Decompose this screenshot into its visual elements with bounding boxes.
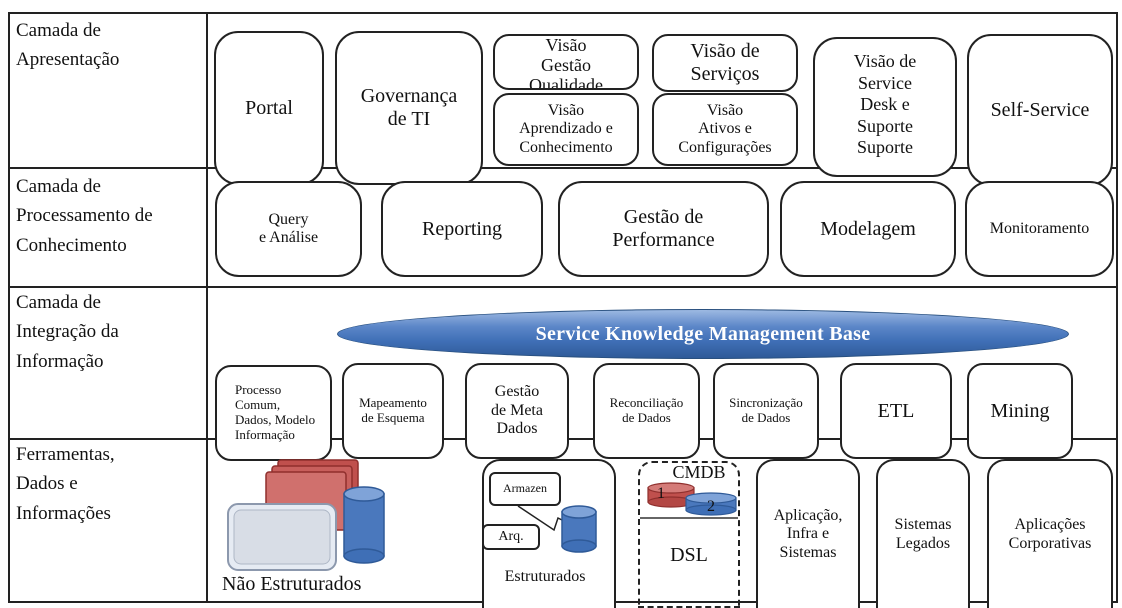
gestao-performance-box: Gestão de Performance [558,181,769,277]
monitoramento-box: Monitoramento [965,181,1114,277]
armazen-box: Armazen [489,472,561,506]
sincronizacao-dados-box: Sincronização de Dados [713,363,819,459]
visao-gestao-qualidade-label: Visão Gestão Qualidade [529,35,603,90]
cmdb-dsl-box [638,461,740,608]
nao-estruturados-label: Não Estruturados [222,573,362,595]
modelagem-label: Modelagem [820,217,916,240]
label-column-divider [206,12,208,603]
portal-label: Portal [245,96,293,119]
gestao-meta-dados-label: Gestão de Meta Dados [491,383,543,438]
layer-label-processamento: Camada de Processamento de Conhecimento [16,176,153,256]
visao-service-desk-box: Visão de Service Desk e Suporte Suporte [813,37,957,177]
cmdb-disks [647,482,737,516]
sistemas-legados-box: Sistemas Legados [876,459,970,608]
layer-divider-1 [8,167,1118,169]
etl-box: ETL [840,363,952,459]
cmdb-dsl-separator [640,517,738,519]
governanca-ti-label: Governança de TI [360,85,458,130]
self-service-box: Self-Service [967,34,1113,186]
gestao-performance-label: Gestão de Performance [612,206,715,251]
aplicacao-infra-box: Aplicação, Infra e Sistemas [756,459,860,608]
self-service-label: Self-Service [990,98,1090,121]
visao-servicos-box: Visão de Serviços [652,34,798,92]
mining-label: Mining [990,399,1050,422]
visao-ativos-box: Visão Ativos e Configurações [652,93,798,166]
layer-divider-2 [8,286,1118,288]
query-analise-label: Query e Análise [258,210,319,246]
visao-ativos-label: Visão Ativos e Configurações [678,101,772,156]
skmb-label: Service Knowledge Management Base [535,322,871,345]
visao-aprendizado-label: Visão Aprendizado e Conhecimento [519,101,613,156]
query-analise-box: Query e Análise [215,181,362,277]
reconciliacao-dados-label: Reconciliação de Dados [609,395,684,425]
modelagem-box: Modelagem [780,181,956,277]
disk-icon-2 [685,492,737,516]
visao-aprendizado-box: Visão Aprendizado e Conhecimento [493,93,639,166]
visao-servicos-label: Visão de Serviços [690,40,760,85]
mapeamento-esquema-box: Mapeamento de Esquema [342,363,444,459]
monitoramento-label: Monitoramento [989,219,1090,237]
reconciliacao-dados-box: Reconciliação de Dados [593,363,700,459]
portal-box: Portal [214,31,324,185]
gestao-meta-dados-box: Gestão de Meta Dados [465,363,569,459]
service-knowledge-management-base: Service Knowledge Management Base [337,309,1069,359]
arq-box: Arq. [482,524,540,550]
reporting-label: Reporting [422,217,502,240]
layer-label-apresentacao: Camada de Apresentação [16,20,120,71]
cmdb-disk-2-label: 2 [707,498,715,515]
nao-estruturados-illustration [227,459,385,571]
mining-box: Mining [967,363,1073,459]
dsl-label: DSL [670,544,708,566]
etl-label: ETL [877,399,915,422]
aplicacoes-corporativas-label: Aplicações Corporativas [1008,516,1092,552]
cmdb-label: CMDB [672,462,726,482]
window-icon [227,503,337,571]
mapeamento-esquema-label: Mapeamento de Esquema [359,395,427,425]
arq-label: Arq. [498,528,524,544]
visao-service-desk-label: Visão de Service Desk e Suporte Suporte [853,51,917,158]
processo-comum-label: Processo Comum, Dados, Modelo Informação [235,382,316,442]
layer-label-ferramentas: Ferramentas, Dados e Informações [16,444,115,524]
sincronizacao-dados-label: Sincronização de Dados [729,395,803,425]
aplicacao-infra-label: Aplicação, Infra e Sistemas [773,506,843,561]
governanca-ti-box: Governança de TI [335,31,483,185]
cmdb-disk-1-label: 1 [657,485,665,502]
processo-comum-box: Processo Comum, Dados, Modelo Informação [215,365,332,461]
database-icon-structured [561,505,597,553]
aplicacoes-corporativas-box: Aplicações Corporativas [987,459,1113,608]
disk-icon-1 [647,482,695,508]
database-icon-unstructured [343,486,385,564]
estruturados-label: Estruturados [504,568,586,585]
reporting-box: Reporting [381,181,543,277]
estruturados-diagram [517,505,597,553]
sistemas-legados-label: Sistemas Legados [894,516,952,552]
visao-gestao-qualidade-box: Visão Gestão Qualidade [493,34,639,90]
armazen-label: Armazen [503,481,547,496]
layer-label-integracao: Camada de Integração da Informação [16,292,119,372]
